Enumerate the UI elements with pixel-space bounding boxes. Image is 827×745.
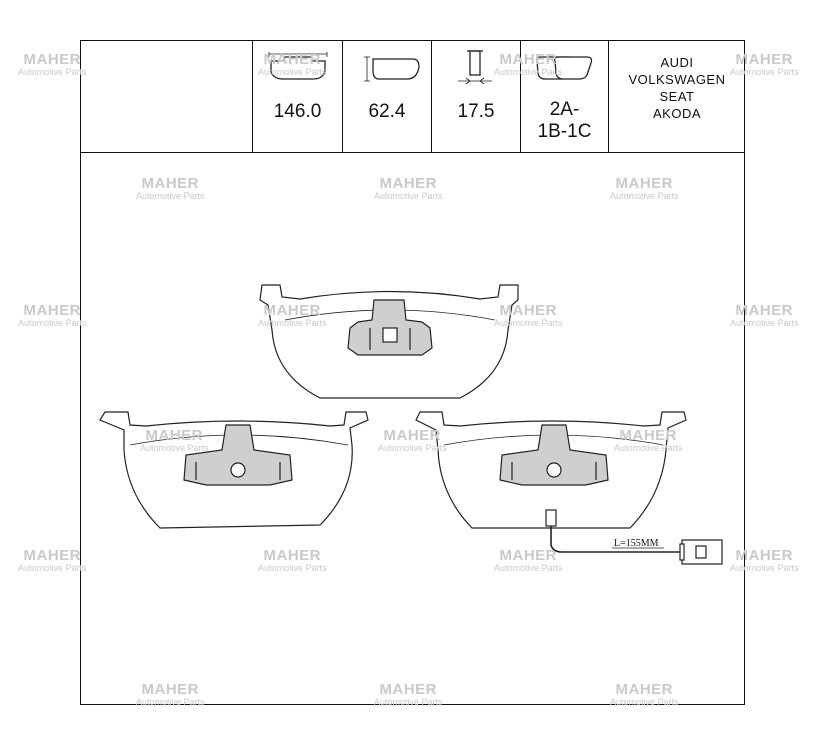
brand-list: AUDI VOLKSWAGEN SEAT AKODA [609, 54, 745, 122]
thickness-dimension-icon [458, 50, 492, 85]
width-dimension-icon [268, 52, 328, 80]
thickness-cell: 17.5 [431, 41, 520, 152]
brand-item: AUDI [660, 55, 694, 70]
bottom-right-brake-pad [415, 411, 723, 565]
pad-set-icon [535, 56, 593, 80]
width-value: 146.0 [273, 101, 322, 122]
width-cell: 146.0 [252, 41, 342, 152]
height-value: 62.4 [368, 101, 406, 122]
wva-cell: 2A- 1B-1C [520, 41, 608, 152]
brands-cell: AUDI VOLKSWAGEN SEAT AKODA [608, 41, 745, 152]
height-dimension-icon [364, 56, 420, 82]
brand-item: SEAT [659, 89, 695, 104]
spec-header-row: 146.0 62.4 17.5 [81, 41, 744, 153]
sensor-length-label: L=155MM [614, 538, 659, 549]
top-brake-pad [259, 284, 519, 399]
thickness-value: 17.5 [457, 101, 495, 122]
height-cell: 62.4 [342, 41, 431, 152]
brand-item: VOLKSWAGEN [628, 72, 726, 87]
bottom-left-brake-pad [99, 411, 369, 529]
wva-line1: 2A- [549, 99, 580, 120]
brand-item: AKODA [652, 106, 701, 121]
wva-line2: 1B-1C [537, 121, 592, 142]
spec-sheet-frame: 146.0 62.4 17.5 [80, 40, 745, 705]
